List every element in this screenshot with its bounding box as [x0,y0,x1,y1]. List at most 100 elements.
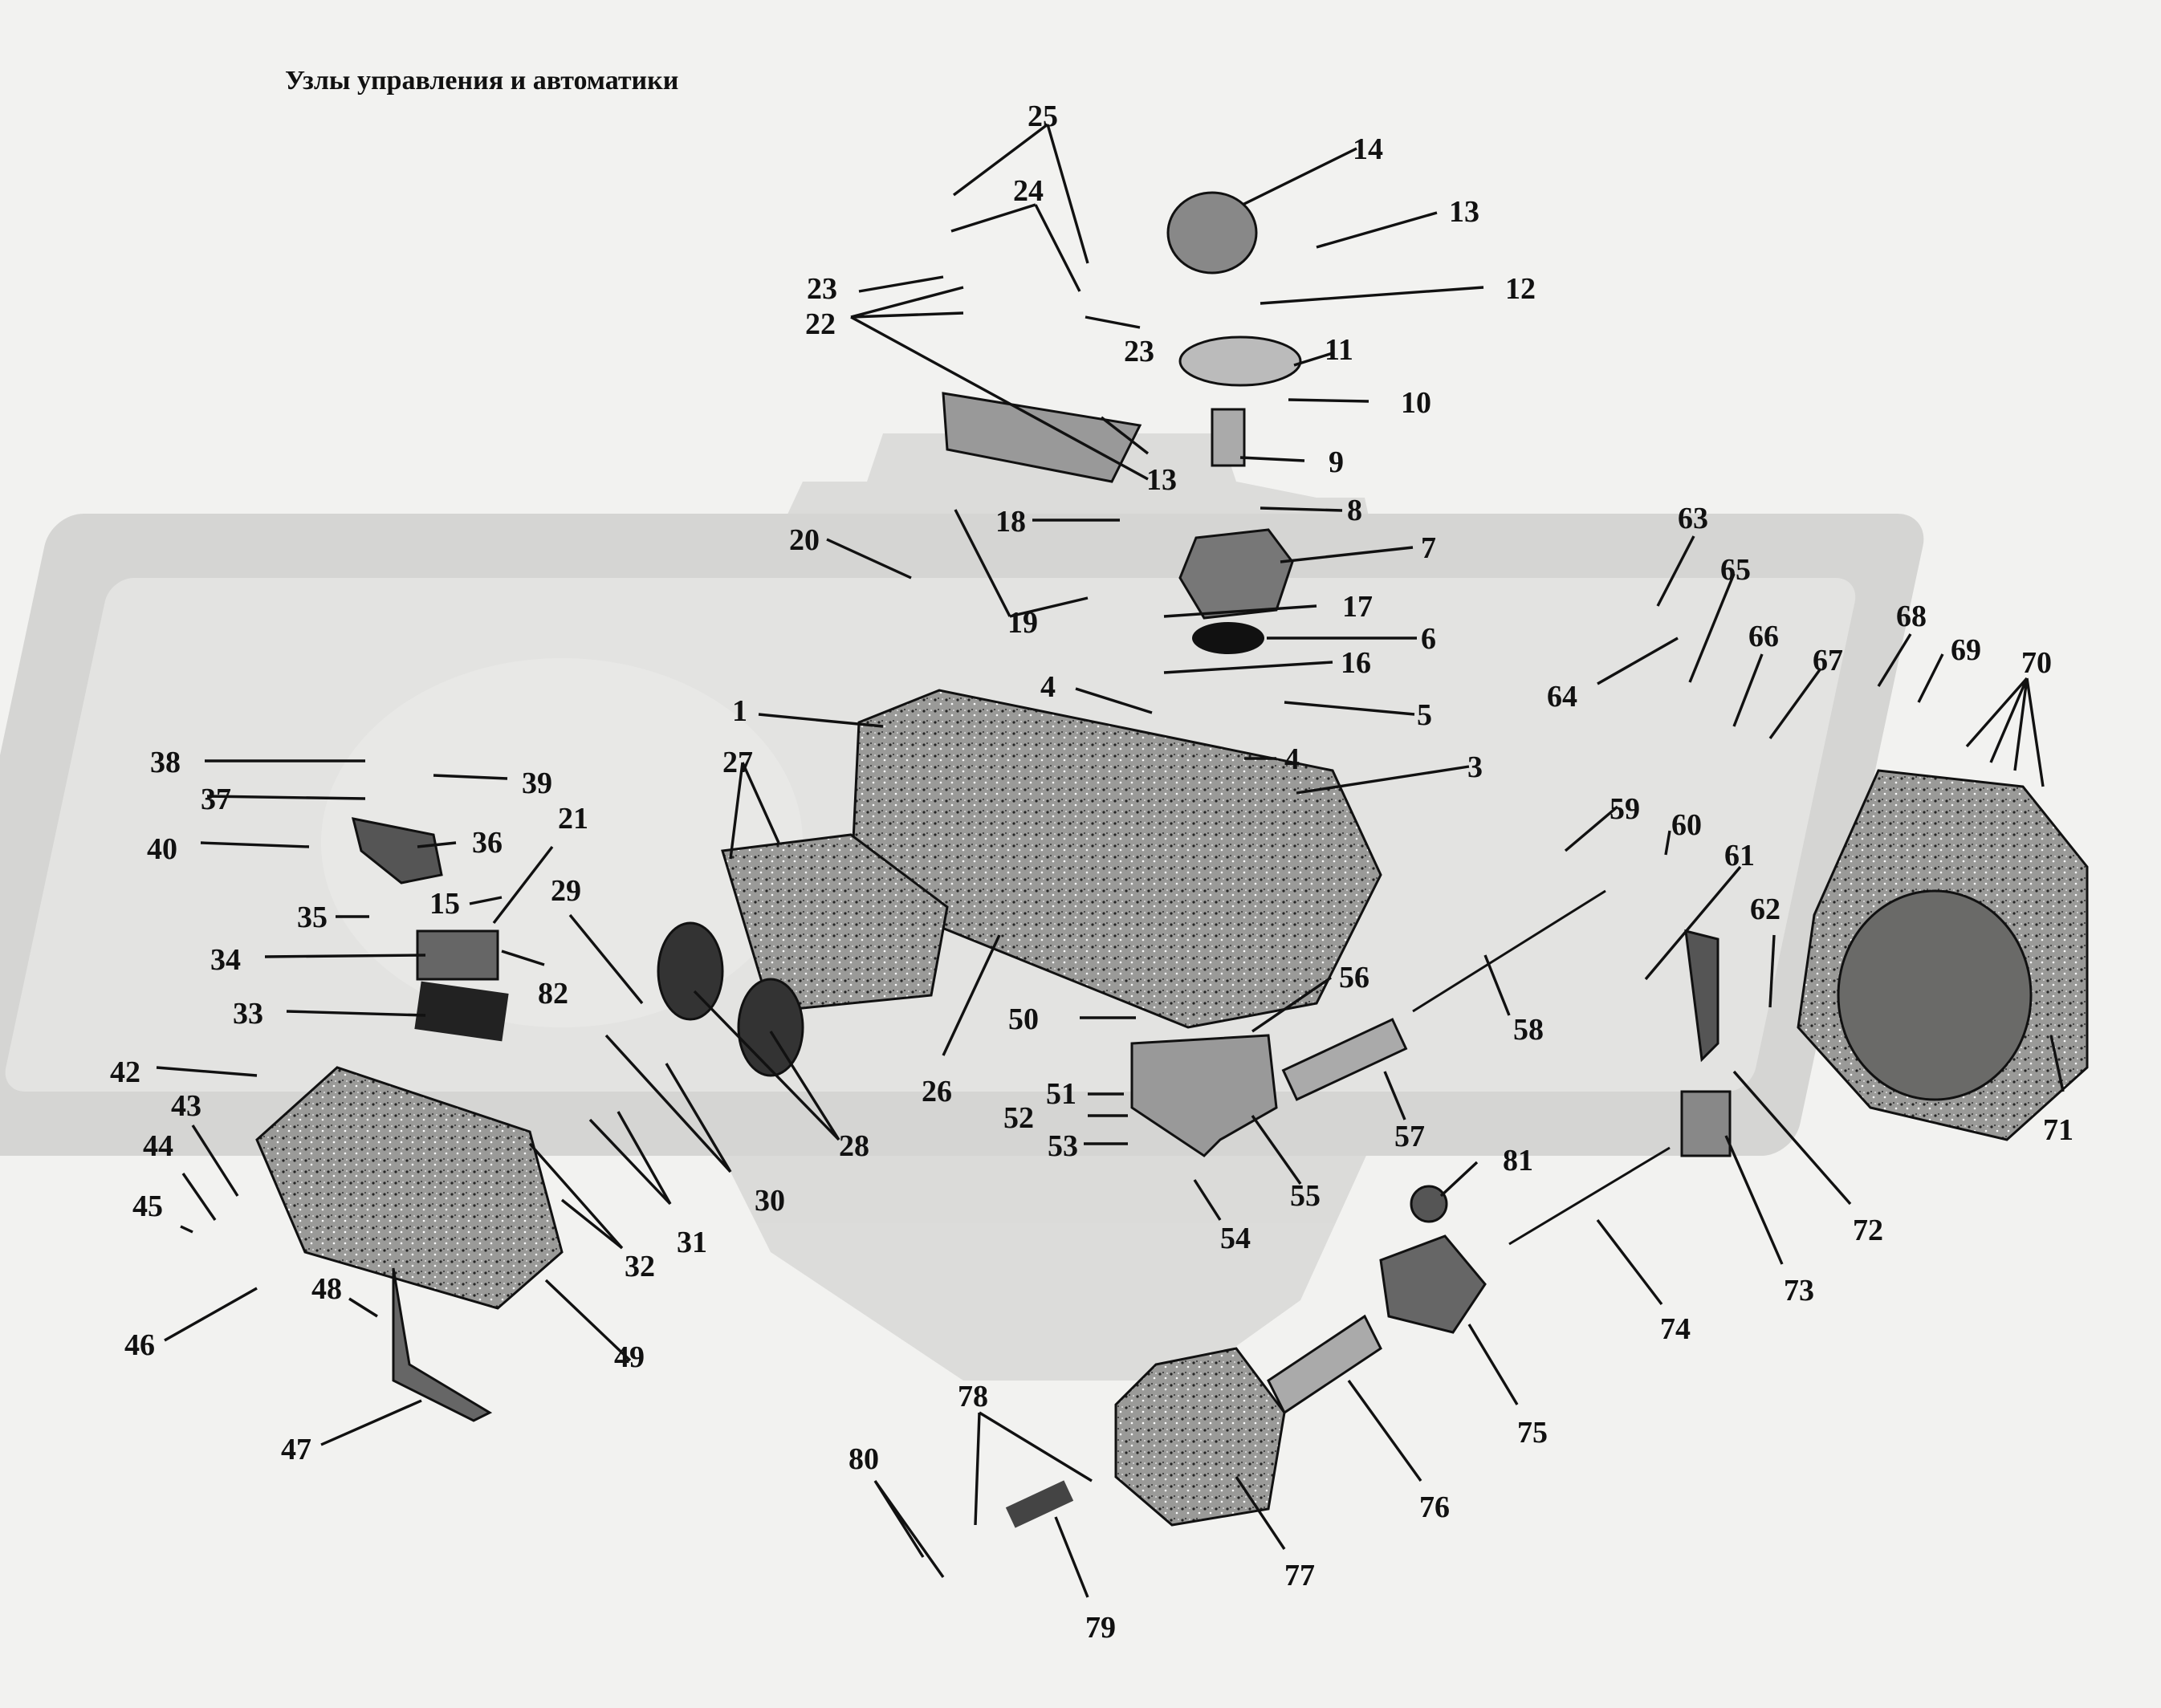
callout-18: 18 [995,505,1026,539]
callout-32: 32 [625,1250,655,1283]
callout-15: 15 [429,887,460,921]
callout-21: 21 [558,802,588,836]
part-rod-74 [1508,1146,1671,1246]
callout-71: 71 [2043,1113,2074,1147]
callout-58: 58 [1513,1013,1544,1047]
callout-3: 3 [1467,750,1483,784]
part-pad-73 [1680,1090,1732,1157]
callout-36: 36 [472,826,503,860]
callout-79: 79 [1085,1611,1116,1645]
callout-30: 30 [755,1184,785,1218]
part-seal-6 [1192,622,1264,654]
callout-28: 28 [839,1129,869,1163]
part-rod-58 [1412,889,1606,1013]
callout-80: 80 [849,1442,879,1476]
callout-42: 42 [110,1055,140,1089]
callout-labels: 1 3 4 4 5 6 7 8 9 10 11 12 13 13 14 15 1… [110,100,2074,1645]
callout-35: 35 [297,901,328,934]
part-terminal-block-22 [942,392,1142,483]
callout-24: 24 [1013,174,1044,208]
callout-68: 68 [1896,600,1927,633]
part-lever-47 [392,1267,493,1422]
callout-19: 19 [1007,606,1038,640]
callout-33: 33 [233,997,263,1031]
part-plate-34 [416,929,499,981]
callout-17: 17 [1342,590,1373,624]
callout-77: 77 [1284,1559,1315,1592]
callout-62: 62 [1750,893,1780,926]
callout-8: 8 [1347,494,1362,527]
diagram-title: Узлы управления и автоматики [285,66,679,96]
part-shaft-76 [1267,1314,1382,1415]
callout-23b: 23 [1124,335,1154,368]
callout-57: 57 [1394,1120,1425,1153]
callout-31: 31 [677,1226,707,1259]
callout-39: 39 [522,767,552,800]
callout-25: 25 [1028,100,1058,133]
callout-53: 53 [1048,1129,1078,1163]
part-cap-11 [1178,336,1302,387]
part-knob-14 [1166,191,1258,274]
part-housing-71-opening [1837,889,2033,1101]
part-housing-49 [255,1066,564,1310]
callout-40: 40 [147,832,177,866]
part-disk-28b [737,978,804,1077]
callout-45: 45 [132,1190,163,1223]
callout-75: 75 [1517,1416,1548,1450]
part-body-7 [1178,528,1294,620]
callout-22: 22 [805,307,836,341]
callout-51: 51 [1046,1077,1076,1111]
callout-52: 52 [1003,1101,1034,1135]
part-yoke-77 [1114,1347,1286,1527]
part-cam-75 [1379,1234,1487,1334]
callout-20: 20 [789,523,820,557]
part-spring-9 [1211,408,1246,467]
callout-72: 72 [1853,1214,1883,1247]
parts [255,191,2089,1528]
callout-73: 73 [1784,1274,1814,1307]
callout-4a: 4 [1040,670,1056,704]
callout-11: 11 [1325,333,1353,367]
callout-67: 67 [1813,644,1843,677]
callout-13b: 13 [1146,463,1177,497]
callout-81: 81 [1503,1144,1533,1177]
callout-37: 37 [201,783,231,816]
callout-38: 38 [150,746,181,779]
leader-lines [156,123,2065,1598]
callout-63: 63 [1678,502,1708,535]
part-disk-28a [657,921,724,1021]
callout-46: 46 [124,1328,155,1362]
callout-12: 12 [1505,272,1536,306]
callout-43: 43 [171,1089,201,1123]
part-bracket-36 [351,817,443,885]
callout-27: 27 [722,746,753,779]
callout-59: 59 [1610,792,1640,826]
part-sleeve-57 [1281,1018,1408,1101]
callout-9: 9 [1329,445,1344,479]
callout-44: 44 [143,1129,173,1163]
callout-76: 76 [1419,1490,1450,1524]
callout-29: 29 [551,874,581,908]
callout-10: 10 [1401,386,1431,420]
callout-66: 66 [1748,620,1779,653]
callout-34: 34 [210,943,241,977]
callout-48: 48 [311,1272,342,1306]
callout-55: 55 [1290,1179,1321,1213]
callout-7: 7 [1421,531,1436,565]
callout-26: 26 [922,1075,952,1108]
callout-49: 49 [614,1340,645,1374]
part-lever-73 [1684,929,1719,1063]
part-spring-79 [1005,1480,1074,1528]
callout-6: 6 [1421,622,1436,656]
callout-78: 78 [958,1380,988,1413]
callout-47: 47 [281,1433,311,1466]
callout-61: 61 [1724,839,1755,872]
part-plate-33 [414,981,509,1042]
callout-60: 60 [1671,808,1702,842]
callout-1: 1 [732,694,747,728]
callout-69: 69 [1951,633,1981,667]
callout-70: 70 [2021,646,2052,680]
callout-13a: 13 [1449,195,1479,229]
callout-56: 56 [1339,961,1369,994]
